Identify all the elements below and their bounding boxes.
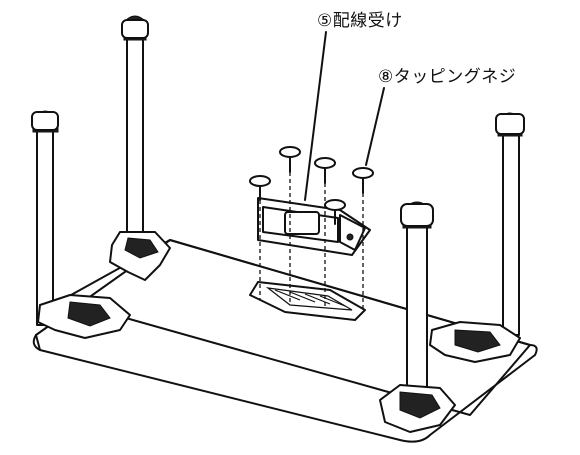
leg-front-left — [31, 110, 131, 339]
cable-holder-part — [257, 197, 371, 256]
leader-cable-holder — [304, 31, 327, 201]
leg-front-right — [379, 201, 456, 433]
leader-screw — [365, 87, 385, 166]
screw-4 — [352, 167, 374, 194]
label-cable-holder: ⑤配線受け — [317, 11, 403, 31]
leg-back-right — [429, 112, 525, 363]
screw-1 — [249, 175, 271, 201]
screw-3 — [314, 157, 336, 184]
leg-back-left — [109, 15, 171, 281]
table-cable-slot — [249, 281, 366, 321]
tapping-screws — [249, 146, 374, 312]
label-tapping-screw: ⑧タッピングネジ — [378, 67, 517, 87]
screw-2 — [279, 146, 301, 173]
